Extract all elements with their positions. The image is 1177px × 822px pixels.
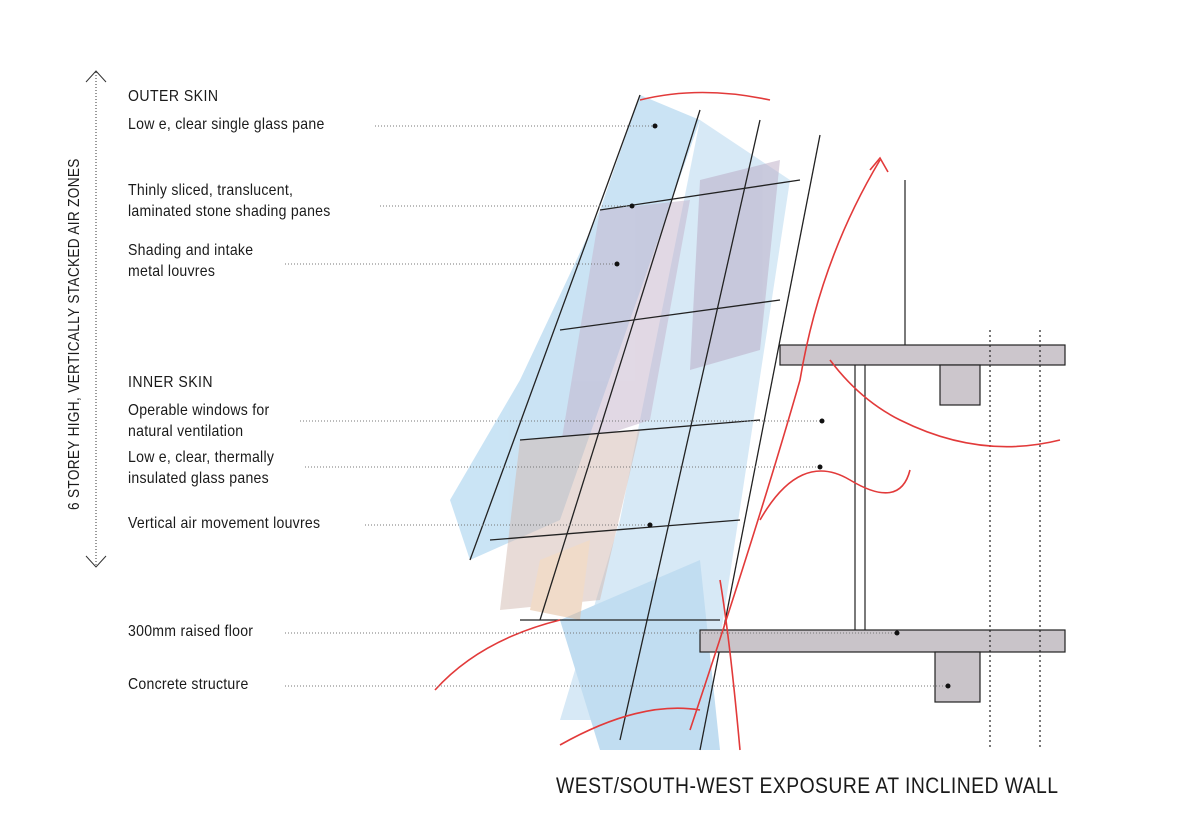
label-insulated-glass: Low e, clear, thermally insulated glass p… (128, 447, 274, 489)
dimension-arrow (85, 70, 107, 568)
dimension-label: 6 STOREY HIGH, VERTICALLY STACKED AIR ZO… (66, 158, 83, 511)
leader-lines (285, 125, 948, 687)
label-line: metal louvres (128, 263, 216, 280)
label-line: laminated stone shading panes (128, 203, 331, 220)
inner-skin-heading: INNER SKIN (128, 374, 213, 391)
label-operable-windows: Operable windows for natural ventilation (128, 400, 269, 442)
diagram-caption: WEST/SOUTH-WEST EXPOSURE AT INCLINED WAL… (556, 773, 1059, 798)
label-stone-shading-panes: Thinly sliced, translucent, laminated sto… (128, 180, 331, 222)
leader-dots (614, 123, 951, 689)
label-line: Low e, clear, thermally (128, 449, 275, 466)
label-line: Shading and intake (128, 242, 254, 259)
label-line: Low e, clear single glass pane (128, 116, 325, 133)
label-line: insulated glass panes (128, 470, 269, 487)
label-line: natural ventilation (128, 423, 244, 440)
outer-skin-heading: OUTER SKIN (128, 88, 219, 105)
label-line: Vertical air movement louvres (128, 515, 321, 532)
label-line: Thinly sliced, translucent, (128, 182, 294, 199)
label-line: Operable windows for (128, 402, 270, 419)
building-section (699, 180, 1066, 750)
stone-shading-panes (500, 160, 780, 620)
label-single-glass-pane: Low e, clear single glass pane (128, 114, 325, 135)
label-raised-floor: 300mm raised floor (128, 623, 254, 640)
label-air-louvres: Vertical air movement louvres (128, 513, 320, 534)
label-metal-louvres: Shading and intake metal louvres (128, 240, 253, 282)
label-concrete-structure: Concrete structure (128, 676, 249, 693)
airflow-arrows (434, 91, 1061, 751)
